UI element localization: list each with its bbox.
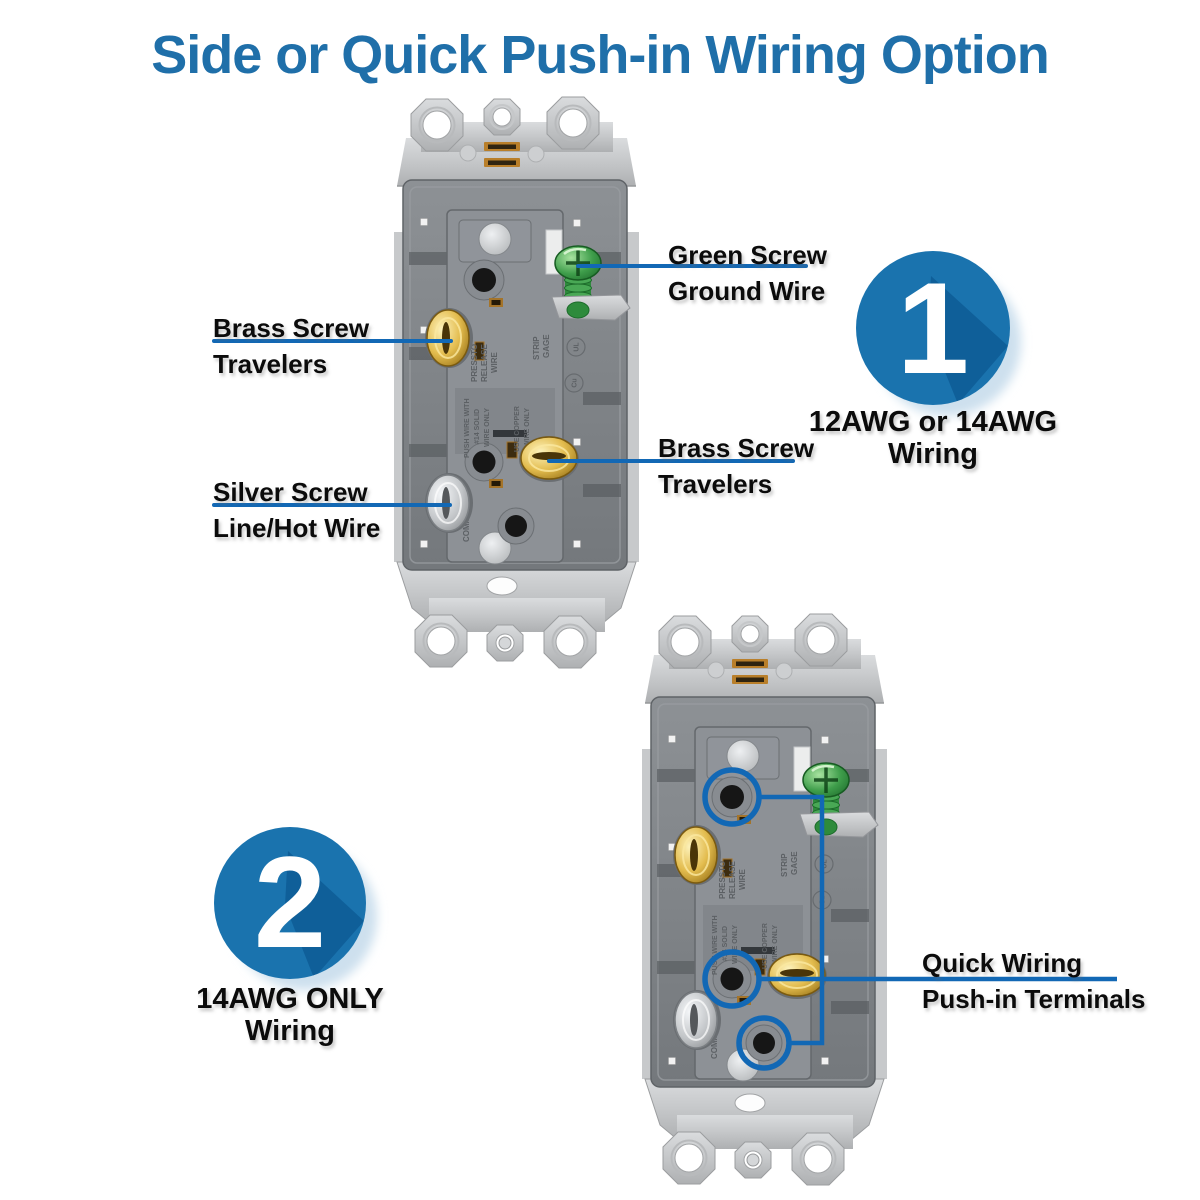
caption-line: 12AWG or 14AWG bbox=[808, 406, 1058, 438]
callout-line: Travelers bbox=[658, 469, 773, 499]
callout-line: Green Screw bbox=[668, 240, 827, 270]
step-number-1: 1 bbox=[897, 255, 969, 401]
step-2-caption: 14AWG ONLY Wiring bbox=[160, 983, 420, 1047]
highlight-connector-line bbox=[759, 794, 825, 1046]
step-number-2: 2 bbox=[254, 829, 326, 975]
callout-line: Quick Wiring bbox=[922, 948, 1083, 978]
leader-lines-top-device bbox=[212, 264, 808, 507]
page-title: Side or Quick Push-in Wiring Option bbox=[151, 25, 1050, 85]
callout-line: Silver Screw bbox=[213, 477, 368, 507]
step-badge-1: 1 bbox=[856, 251, 1021, 416]
callout-green-screw: Green Screw Ground Wire bbox=[668, 237, 827, 309]
callout-brass-travelers-right: Brass Screw Travelers bbox=[658, 430, 814, 502]
step-1-caption: 12AWG or 14AWG Wiring bbox=[803, 406, 1063, 470]
callout-line: Line/Hot Wire bbox=[213, 513, 381, 543]
callout-line: Travelers bbox=[213, 349, 328, 379]
callout-brass-travelers-left: Brass Screw Travelers bbox=[213, 310, 369, 382]
callout-silver-line-hot: Silver Screw Line/Hot Wire bbox=[213, 474, 380, 546]
switch-photo-side-wiring bbox=[392, 95, 641, 670]
switch-photo-push-in-wiring bbox=[640, 612, 889, 1187]
caption-line: Wiring bbox=[245, 1015, 335, 1047]
step-badge-2: 2 bbox=[214, 827, 377, 990]
callout-line: Push-in Terminals bbox=[922, 984, 1146, 1014]
push-in-highlights bbox=[702, 767, 1117, 1071]
caption-line: Wiring bbox=[888, 438, 978, 470]
callout-line: Ground Wire bbox=[668, 276, 826, 306]
caption-line: 14AWG ONLY bbox=[196, 983, 384, 1015]
callout-line: Brass Screw bbox=[658, 433, 815, 463]
callout-quick-wiring: Quick Wiring Push-in Terminals bbox=[922, 945, 1145, 1017]
callout-line: Brass Screw bbox=[213, 313, 370, 343]
